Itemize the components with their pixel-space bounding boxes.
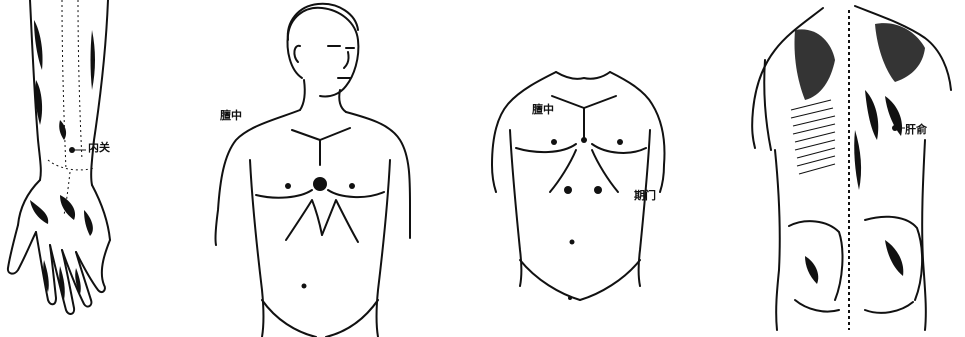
neiguan-label: 内关 — [88, 142, 110, 154]
chest-front-head-figure: 膻中 — [200, 0, 430, 337]
qimen-point-right-icon — [594, 186, 602, 194]
male-torso-front-icon — [480, 0, 680, 337]
tanzhong-label: 膻中 — [220, 110, 242, 122]
tanzhong-label: 膻中 — [532, 104, 554, 116]
forearm-figure: 内关 — [0, 0, 150, 337]
tanzhong-point-icon — [581, 137, 587, 143]
ganshu-label: 肝俞 — [905, 124, 927, 136]
qimen-point-left-icon — [564, 186, 572, 194]
chest-front-figure: 膻中 期门 — [480, 0, 680, 337]
qimen-label: 期门 — [634, 190, 656, 202]
back-figure: 肝俞 — [735, 0, 965, 337]
forearm-hand-icon — [0, 0, 150, 337]
tanzhong-point-icon — [313, 177, 327, 191]
male-back-icon — [735, 0, 965, 337]
male-torso-front-with-head-icon — [200, 0, 430, 337]
